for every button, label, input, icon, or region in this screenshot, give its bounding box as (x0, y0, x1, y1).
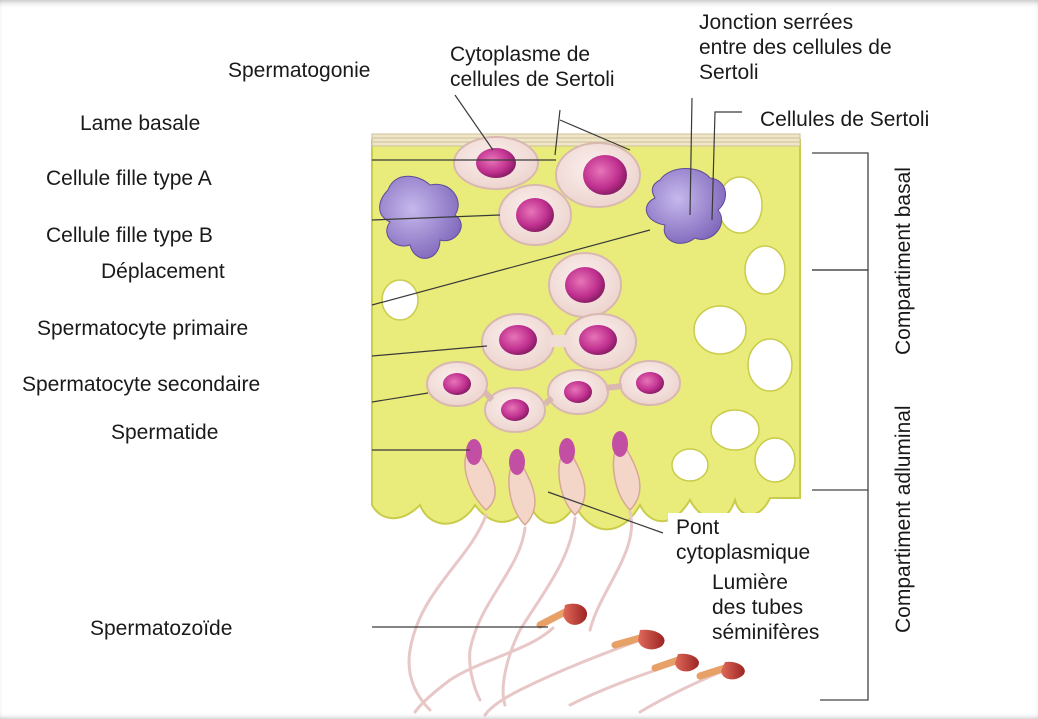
label-spermatocyte-secondaire: Spermatocyte secondaire (22, 372, 260, 397)
deplacement-cell (549, 253, 621, 317)
label-cytoplasme-sertoli: Cytoplasme de cellules de Sertoli (450, 42, 615, 92)
label-cellules-sertoli: Cellules de Sertoli (760, 107, 929, 132)
label-spermatide: Spermatide (111, 420, 218, 445)
label-jonction-serrees: Jonction serrées entre des cellules de S… (699, 10, 892, 85)
label-spermatocyte-primaire: Spermatocyte primaire (37, 316, 248, 341)
label-spermatozoide: Spermatozoïde (90, 616, 232, 641)
label-compartiment-adluminal: Compartiment adluminal (892, 405, 916, 633)
label-pont-cytoplasmique: Pont cytoplasmique (668, 513, 816, 567)
label-deplacement: Déplacement (101, 259, 225, 284)
label-cellule-fille-a: Cellule fille type A (46, 166, 212, 191)
label-compartiment-basal: Compartiment basal (892, 167, 916, 355)
cellule-fille-a-cell (556, 143, 640, 207)
spermatogonie-cell (454, 137, 538, 189)
label-spermatogonie: Spermatogonie (228, 58, 370, 83)
label-cellule-fille-b: Cellule fille type B (46, 223, 213, 248)
cellule-fille-b-cell (499, 185, 571, 245)
label-lumiere: Lumière des tubes séminifères (704, 568, 825, 647)
label-lame-basale: Lame basale (80, 111, 200, 136)
